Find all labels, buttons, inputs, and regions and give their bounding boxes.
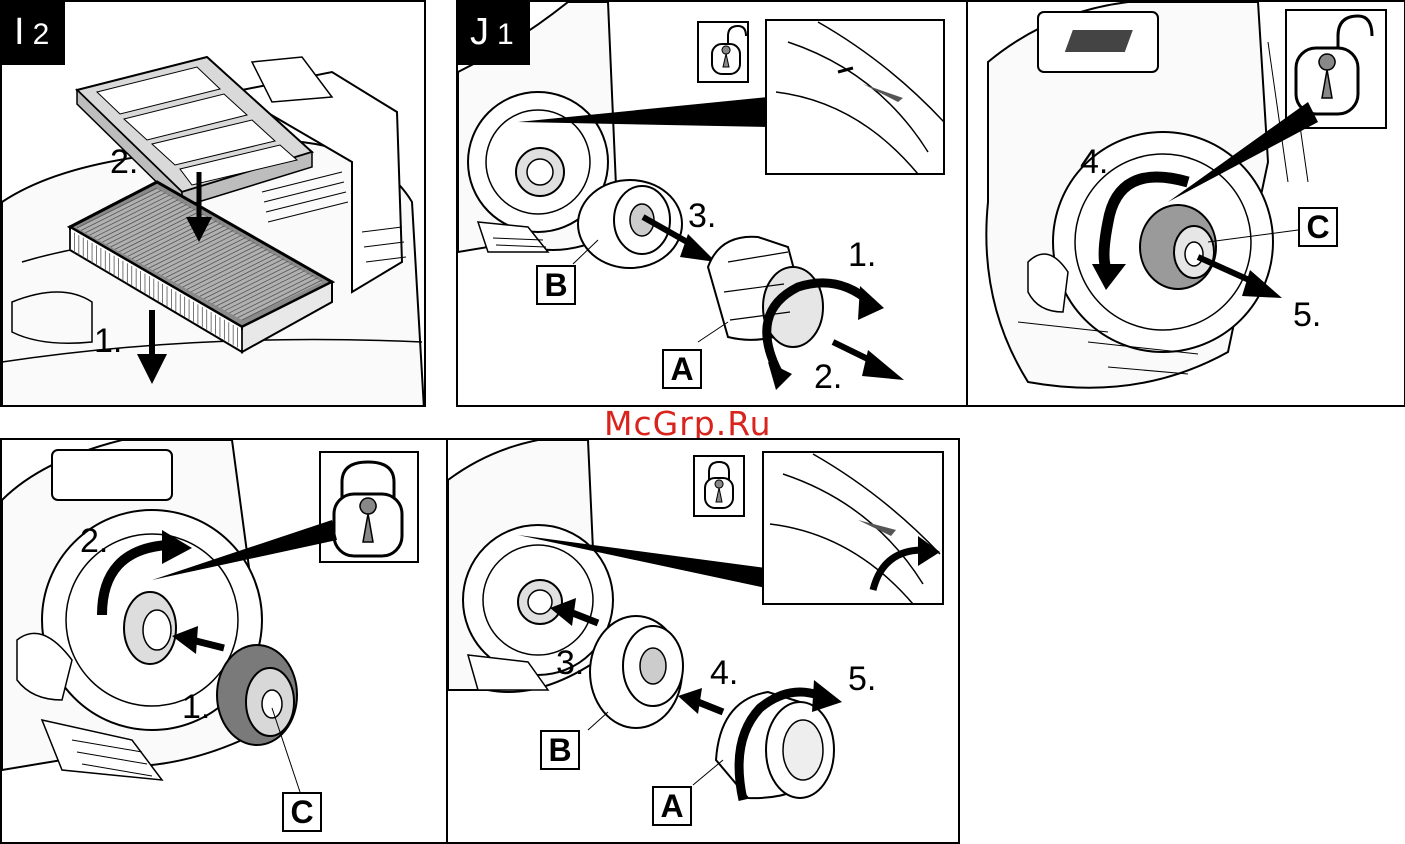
step-1-label: 1. [848, 238, 876, 272]
badge-letter: I [14, 11, 27, 53]
step-4-label: 4. [1080, 145, 1108, 179]
step-2-label: 2. [110, 145, 138, 179]
part-label-a: A [652, 786, 692, 826]
cap-install-illustration [2, 440, 448, 844]
step-2-label: 2. [80, 524, 108, 558]
badge-number: 2 [33, 18, 52, 51]
step-5-label: 5. [848, 662, 876, 696]
part-label-a: A [662, 349, 702, 389]
motor-cap-illustration [968, 2, 1405, 407]
step-2-label: 2. [814, 360, 842, 394]
part-label-c: C [282, 792, 322, 832]
step-3-label: 3. [688, 199, 716, 233]
step-4-label: 4. [710, 656, 738, 690]
part-label-c: C [1298, 207, 1338, 247]
step-1-label: 1. [94, 324, 122, 358]
step-5-label: 5. [1293, 298, 1321, 332]
part-label-b: B [540, 730, 580, 770]
filter-install-illustration [448, 440, 960, 844]
badge-letter: J [470, 11, 491, 53]
panel-bottom-mid: 3. 4. 5. B A [446, 438, 960, 844]
badge-number: 1 [497, 18, 516, 51]
filter-illustration [2, 2, 426, 407]
step-3-label: 3. [556, 646, 584, 680]
part-label-b: B [536, 265, 576, 305]
panel-bottom-left: 2. 1. C [0, 438, 448, 844]
panel-j1-detail: 4. 5. C [966, 0, 1405, 407]
step-1-label: 1. [182, 690, 210, 724]
